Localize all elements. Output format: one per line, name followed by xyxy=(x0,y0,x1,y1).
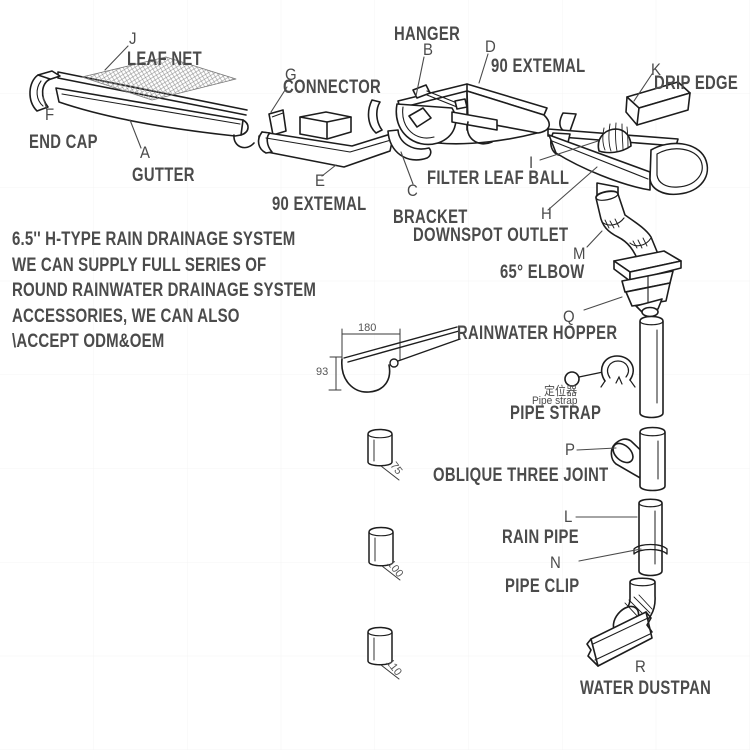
label-leaf-net: LEAF NET xyxy=(127,49,202,70)
leader-lines xyxy=(42,45,653,562)
external90-left-drawing xyxy=(257,99,395,168)
label-rainwater-hopper: RAINWATER HOPPER xyxy=(457,323,618,344)
letter-oblique-three-joint: P xyxy=(565,440,575,459)
letter-rainwater-hopper: Q xyxy=(563,307,575,326)
desc-line-3: ROUND RAINWATER DRAINAGE SYSTEM xyxy=(12,280,317,301)
label-bracket: BRACKET xyxy=(393,207,468,228)
letter-external90-right: D xyxy=(485,37,496,56)
label-pipe-strap: PIPE STRAP xyxy=(510,403,602,424)
oblique-three-joint-drawing xyxy=(610,426,666,492)
letter-drip-edge: K xyxy=(651,60,661,79)
label-elbow-65: 65° ELBOW xyxy=(500,262,585,283)
label-pipe-clip: PIPE CLIP xyxy=(505,576,580,597)
label-end-cap: END CAP xyxy=(29,132,98,153)
desc-line-5: \ACCEPT ODM&OEM xyxy=(12,331,165,352)
label-pipe-strap-cn: 定位器 xyxy=(544,384,578,398)
letter-downspot-outlet: H xyxy=(541,204,552,223)
letter-connector: G xyxy=(285,65,297,84)
letter-bracket: C xyxy=(407,181,418,200)
cylinder-75-drawing xyxy=(367,428,400,481)
gutter-profile-drawing xyxy=(328,326,461,393)
desc-line-2: WE CAN SUPPLY FULL SERIES OF xyxy=(12,254,267,276)
filter-leaf-ball-drawing xyxy=(597,122,632,154)
pipe-clip-drawing xyxy=(633,543,668,555)
gutter-drawing xyxy=(55,56,280,150)
letter-external90-left: E xyxy=(315,171,325,190)
label-pipe-strap-small: Pipe strap xyxy=(532,395,578,407)
cylinder-110-drawing xyxy=(367,626,400,680)
letter-leaf-net: J xyxy=(129,29,137,48)
label-hanger: HANGER xyxy=(394,24,461,45)
label-external90-left: 90 EXTEMAL xyxy=(272,194,367,215)
external90-right-drawing xyxy=(387,83,577,161)
dim-gutter-width: 180 xyxy=(358,322,377,334)
connector-drawing xyxy=(268,109,287,136)
cylinder-100-drawing xyxy=(368,526,401,581)
rain-pipe-drawing xyxy=(633,498,668,577)
letter-gutter: A xyxy=(140,143,150,162)
pipe-strap-drawing xyxy=(564,355,636,388)
label-gutter: GUTTER xyxy=(132,165,195,186)
bracket-drawing xyxy=(387,129,432,161)
letter-end-cap: F xyxy=(45,105,55,124)
label-rain-pipe: RAIN PIPE xyxy=(502,527,579,548)
label-water-dustpan: WATER DUSTPAN xyxy=(580,678,712,699)
label-downspot-outlet: DOWNSPOT OUTLET xyxy=(413,225,569,246)
end-cap-drawing xyxy=(29,70,61,112)
label-drip-edge: DRIP EDGE xyxy=(654,73,739,94)
down-pipe-drawing xyxy=(639,315,664,419)
letter-elbow-65: M xyxy=(573,244,586,263)
label-oblique-three-joint: OBLIQUE THREE JOINT xyxy=(433,465,609,486)
marketing-text: 6.5'' H-TYPE RAIN DRAINAGE SYSTEM WE CAN… xyxy=(12,227,316,355)
dim-gutter-height: 93 xyxy=(316,366,329,378)
label-connector: CONNECTOR xyxy=(283,77,382,98)
drip-edge-drawing xyxy=(625,81,691,126)
letter-pipe-clip: N xyxy=(550,553,561,572)
letter-water-dustpan: R xyxy=(635,657,646,676)
desc-line-4: ACCESSORIES, WE CAN ALSO xyxy=(12,305,240,327)
desc-line-1: 6.5'' H-TYPE RAIN DRAINAGE SYSTEM xyxy=(12,229,296,250)
label-external90-right: 90 EXTEMAL xyxy=(491,56,586,77)
letter-rain-pipe: L xyxy=(564,507,573,526)
letter-filter-leaf-ball: I xyxy=(529,153,534,172)
letter-hanger: B xyxy=(423,40,433,59)
label-filter-leaf-ball: FILTER LEAF BALL xyxy=(427,168,570,189)
rainwater-hopper-drawing xyxy=(613,250,682,318)
water-dustpan-drawing xyxy=(586,611,653,667)
